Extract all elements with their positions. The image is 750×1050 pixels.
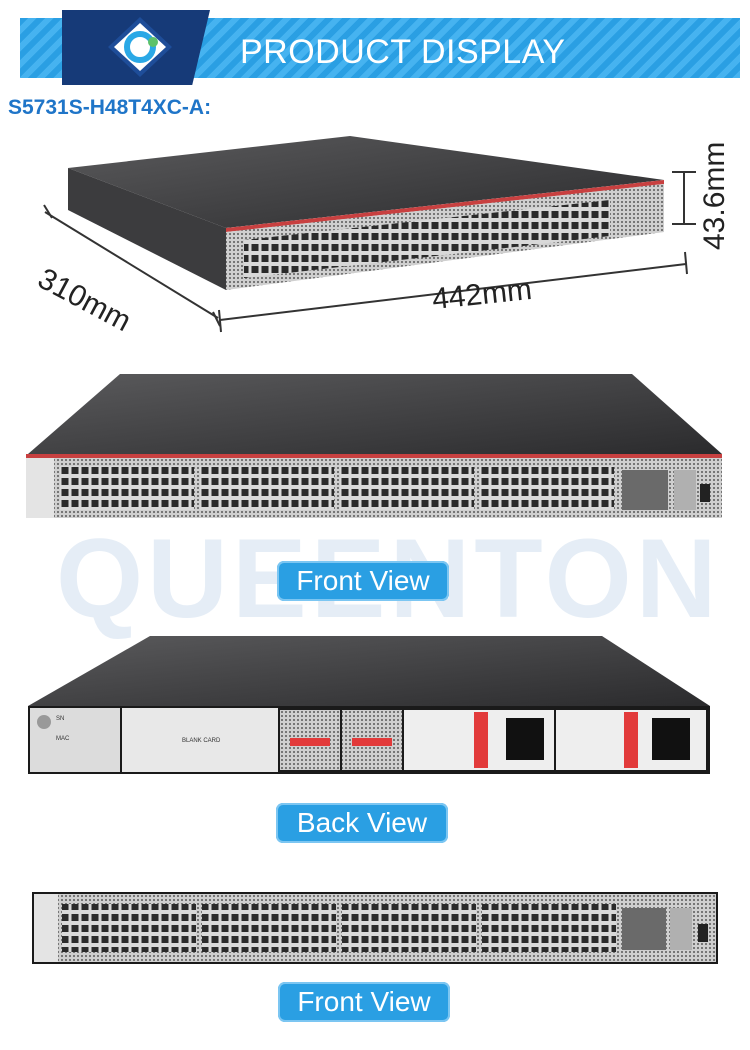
back-view-label: Back View [276, 803, 448, 843]
mac-label: MAC [56, 736, 70, 742]
brand-logo-icon [108, 17, 172, 77]
header-banner: PRODUCT DISPLAY [20, 10, 740, 85]
switch-back-view-image: SN MAC BLANK CARD [28, 636, 710, 774]
front-view-label-2: Front View [278, 982, 450, 1022]
front-view-label-1: Front View [277, 561, 449, 601]
height-dimension-label: 43.6mm [698, 141, 731, 250]
switch-front-view-image [26, 374, 722, 518]
page-title: PRODUCT DISPLAY [240, 33, 566, 71]
sn-label: SN [56, 716, 64, 722]
switch-front-flat-image [32, 892, 718, 964]
switch-isometric-image [43, 136, 696, 333]
model-number: S5731S-H48T4XC-A: [8, 96, 212, 119]
blank-card-label: BLANK CARD [182, 738, 221, 744]
